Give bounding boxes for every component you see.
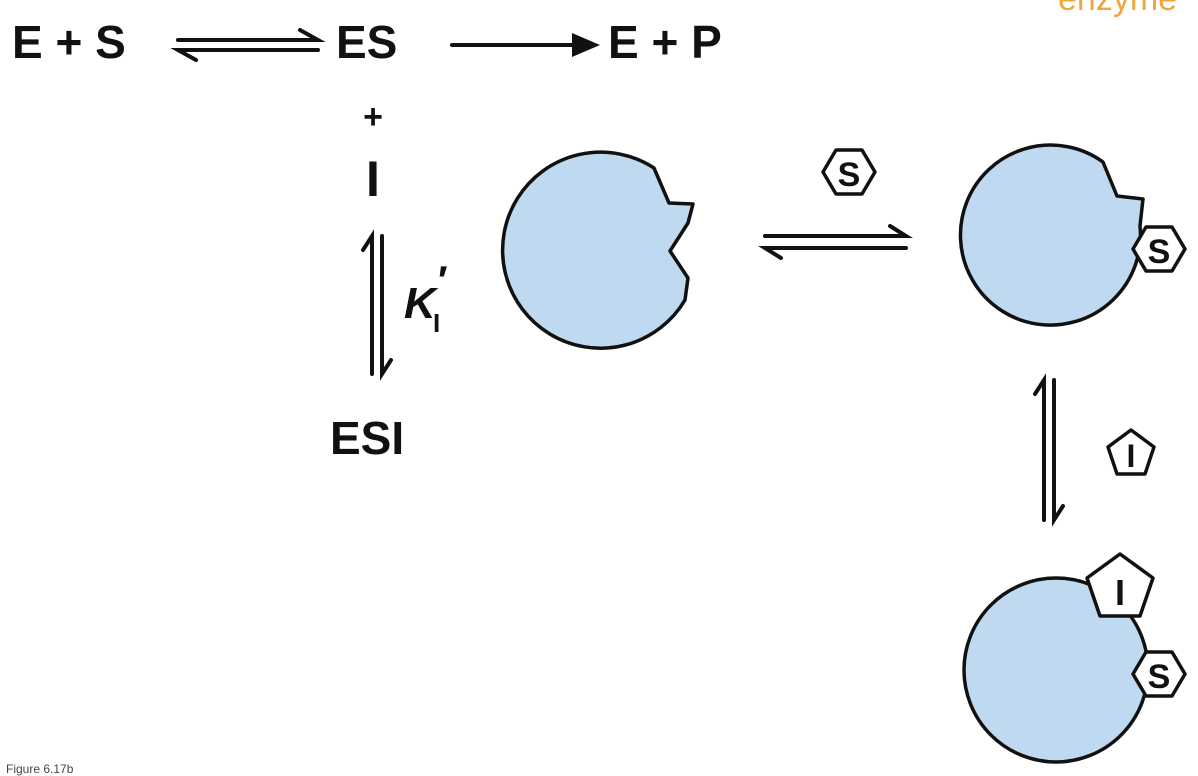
inhibitor-label-free: I [1127,438,1136,474]
substrate-label-bound-es: S [1148,233,1171,271]
equation-esi: ESI [330,412,404,464]
inhibitor-pentagon-bound [1085,552,1155,618]
equilibrium-constant-prime: ′ [438,259,448,303]
plus-sign: + [363,98,383,136]
forward-arrow [450,33,600,57]
substrate-hexagon-bound-es [1131,225,1187,273]
equilibrium-arrows-top [170,28,326,62]
equilibrium-arrows-vertical-right [1033,373,1065,527]
substrate-label-free: S [838,156,861,194]
enzyme-free [500,150,695,350]
equilibrium-constant-subscript: I [433,308,440,338]
equation-e-plus-s: E + S [12,16,126,68]
equilibrium-arrows-vertical-left [361,229,393,381]
equation-e-plus-p: E + P [608,16,722,68]
equilibrium-constant-k: K [404,279,439,328]
corner-title: enzyme [1058,0,1177,19]
equation-es: ES [336,16,397,68]
substrate-label-bound-esi: S [1148,658,1171,696]
equilibrium-arrows-horizontal [758,224,913,260]
inhibitor-pentagon-free [1106,428,1156,476]
enzyme-es-complex [958,143,1145,327]
inhibitor-label-bound: I [1115,572,1125,613]
substrate-hexagon-free [821,148,877,196]
inhibitor-label: I [366,151,380,207]
substrate-hexagon-bound-esi [1131,650,1187,698]
figure-label: Figure 6.17b [6,762,74,776]
